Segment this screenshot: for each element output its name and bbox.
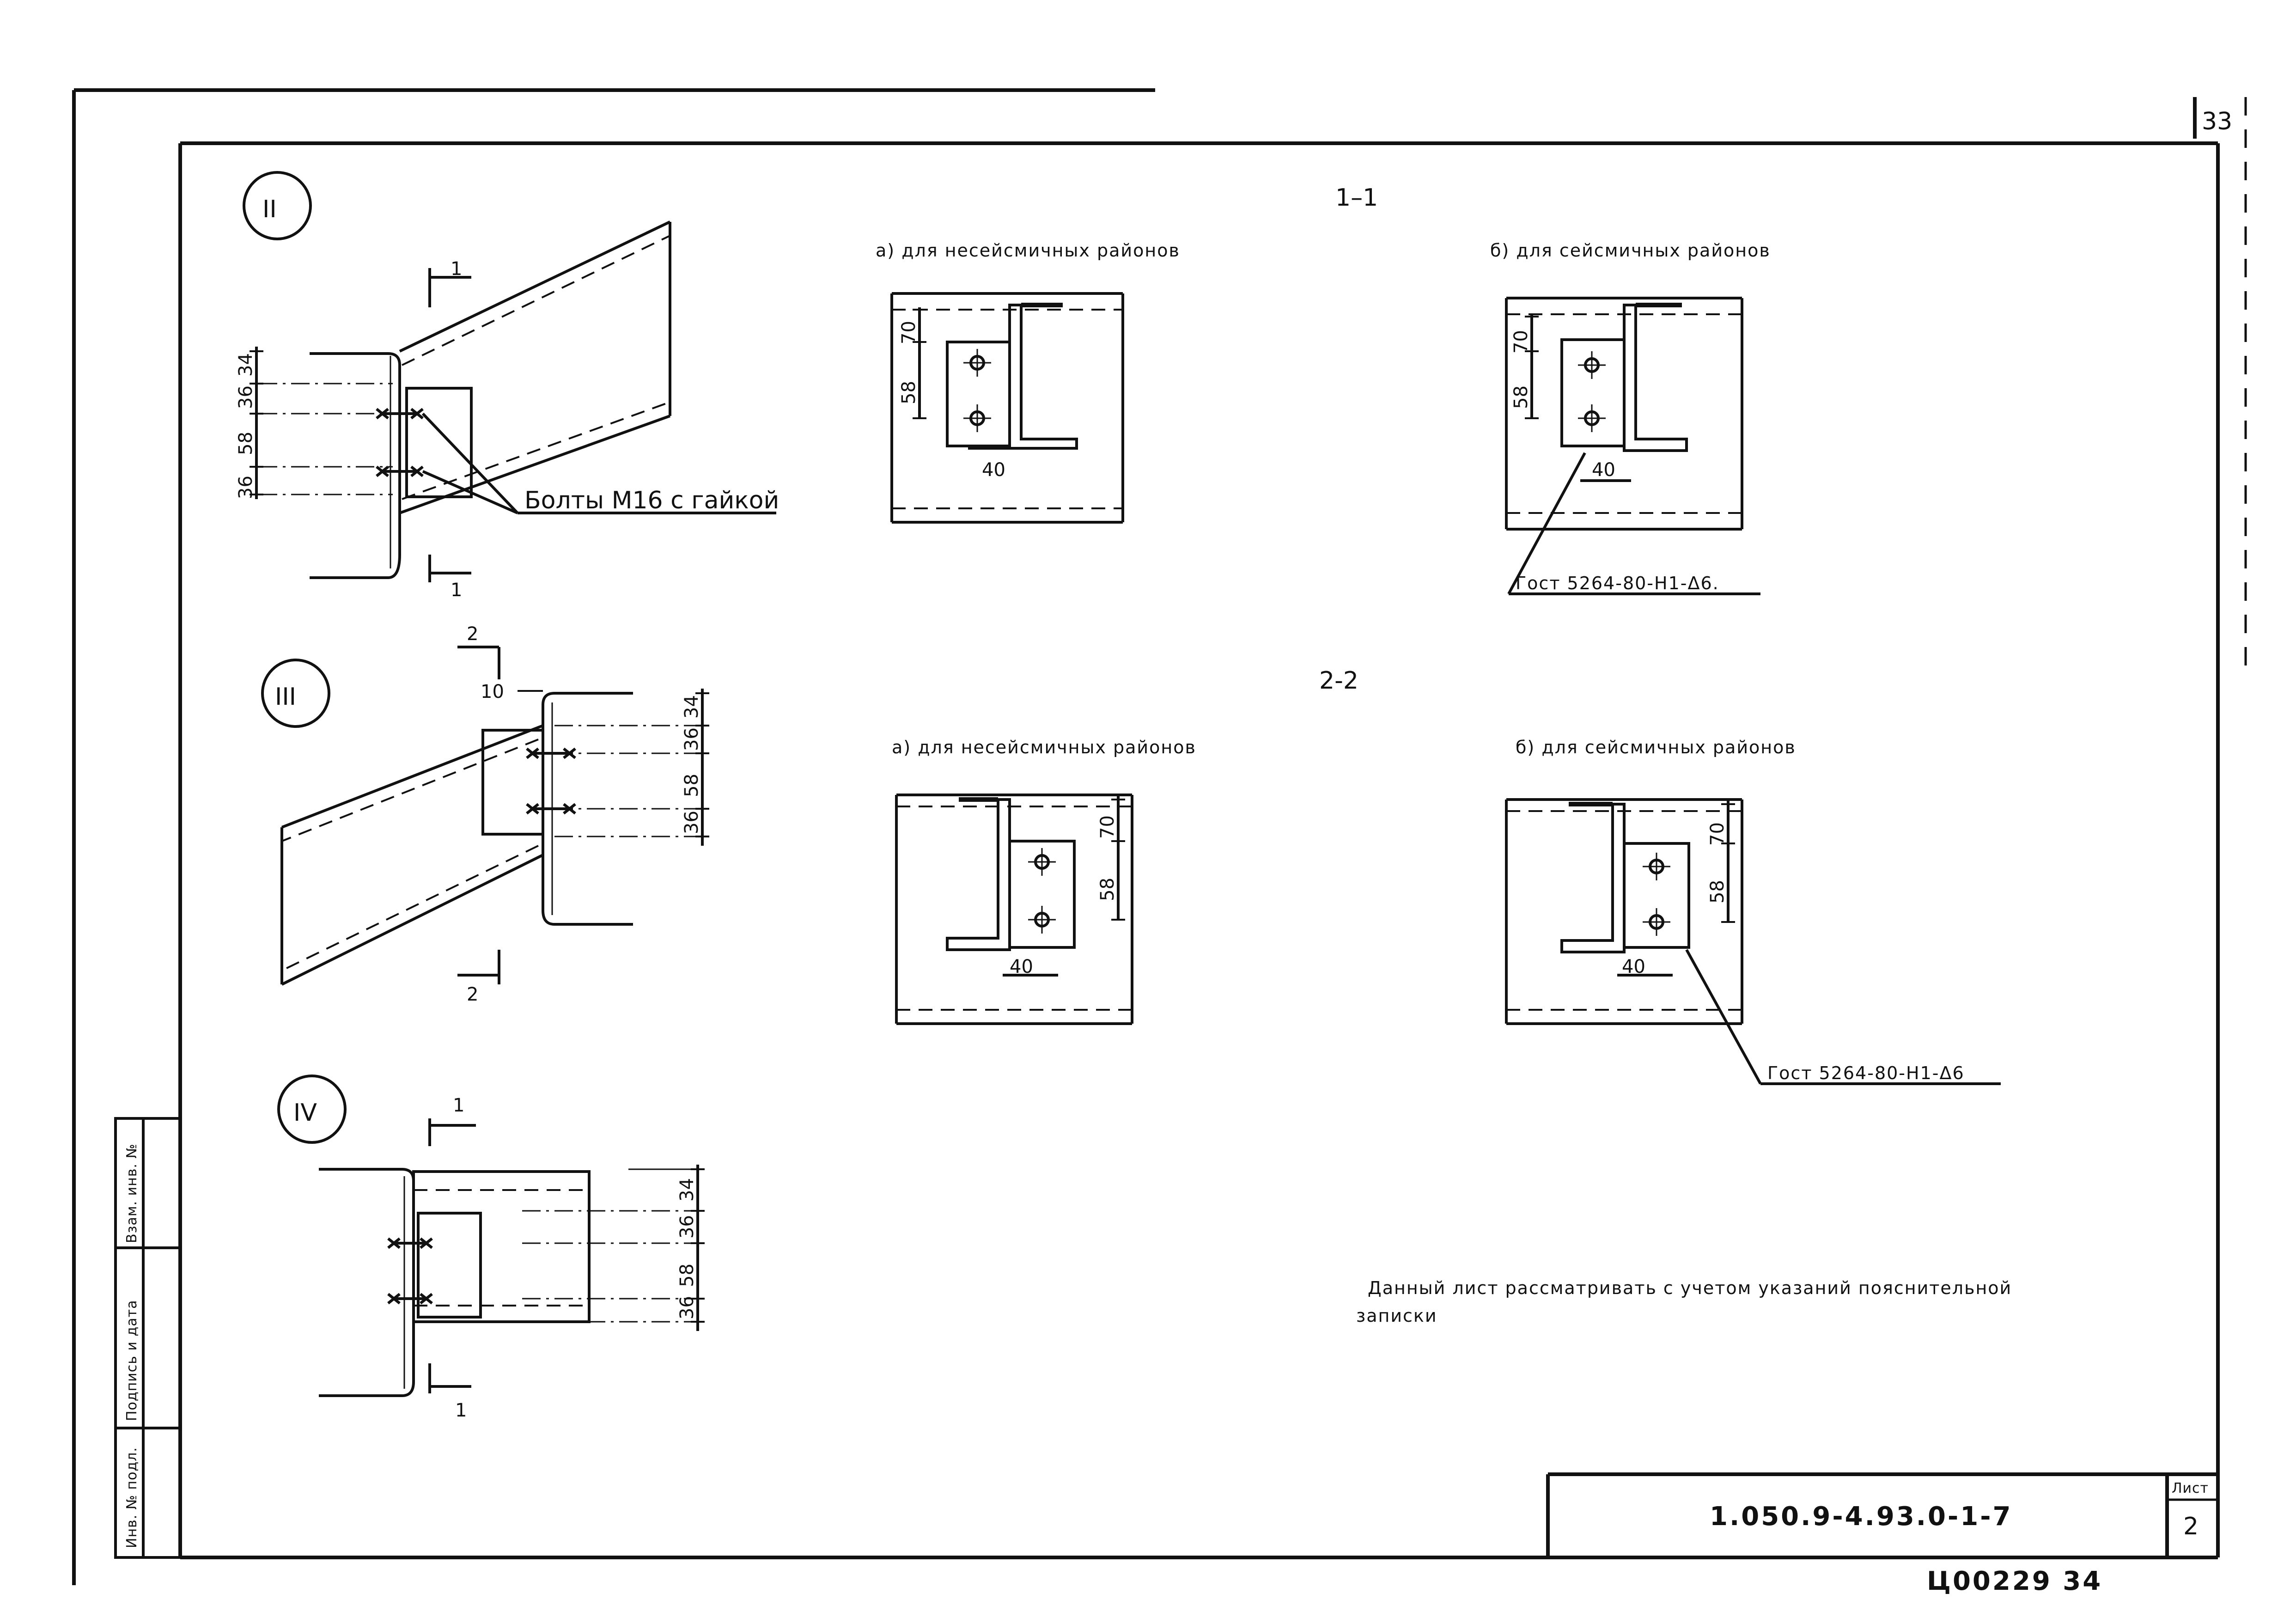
- section-1-1b-drawing: [1505, 297, 1760, 595]
- section-1-1-title: 1–1: [1335, 184, 1378, 212]
- node-4-callout: IV: [277, 1075, 347, 1144]
- node-3-dim-58: 58: [681, 774, 702, 797]
- s11b-dim-58: 58: [1510, 385, 1532, 409]
- cut-mark-2-bottom: 2: [467, 984, 478, 1005]
- archive-stamp: Ц00229 34: [1927, 1566, 2102, 1596]
- section-2-2a-drawing: [895, 794, 1133, 1025]
- s22a-dim-70: 70: [1097, 815, 1118, 839]
- sheet-number: 33: [2202, 108, 2232, 135]
- section-1-1-left-caption: а) для несейсмичных районов: [876, 240, 1180, 261]
- s11a-dim-40: 40: [982, 459, 1005, 481]
- side-stamp: [114, 1117, 182, 1559]
- node-3-callout: III: [261, 659, 330, 728]
- node-2-drawing: [250, 220, 776, 582]
- title-list-label: Лист: [2172, 1480, 2209, 1496]
- node-4-dim-58: 58: [676, 1264, 698, 1287]
- node-4-dim-36b: 36: [676, 1296, 698, 1319]
- side-label-vzam-inv: Взам. инв. №: [124, 1143, 140, 1243]
- node-3-dim-10: 10: [481, 681, 504, 702]
- s22b-dim-58: 58: [1707, 880, 1728, 904]
- title-list-number: 2: [2183, 1513, 2199, 1540]
- s11b-dim-70: 70: [1510, 330, 1532, 354]
- node-3-dim-34: 34: [681, 695, 702, 719]
- cut-mark-1-top: 1: [451, 258, 462, 280]
- node-4-dim-36: 36: [676, 1215, 698, 1239]
- note-line-2: записки: [1356, 1306, 1437, 1326]
- node-4-drawing: [319, 1118, 705, 1397]
- node-4-dim-34: 34: [676, 1178, 698, 1202]
- node-3-dim-36: 36: [681, 727, 702, 751]
- cut-mark-1-iv-top: 1: [453, 1095, 464, 1116]
- section-2-2-title: 2-2: [1319, 667, 1358, 695]
- node-3-drawing: [280, 646, 709, 986]
- node-2-label: II: [262, 195, 277, 223]
- node-3-label: III: [275, 683, 296, 711]
- s22b-dim-40: 40: [1622, 956, 1645, 977]
- section-2-2b-drawing: [1505, 798, 2001, 1085]
- s11-weld-note: Гост 5264-80-Н1-Δ6.: [1516, 573, 1719, 593]
- s11a-dim-70: 70: [898, 321, 920, 344]
- node-4-label: IV: [293, 1099, 317, 1127]
- s22b-dim-70: 70: [1707, 822, 1728, 846]
- section-2-2-left-caption: а) для несейсмичных районов: [892, 737, 1196, 757]
- node-2-dim-36: 36: [235, 385, 256, 409]
- side-label-podpis-data: Подпись и дата: [124, 1300, 140, 1422]
- s11a-dim-58: 58: [898, 381, 920, 404]
- node-2-dim-34: 34: [235, 353, 256, 377]
- bolts-label: Болты М16 с гайкой: [524, 487, 779, 514]
- node-3-dim-36b: 36: [681, 811, 702, 834]
- sheet-frame: [72, 88, 2247, 1585]
- note-line-1: Данный лист рассматривать с учетом указа…: [1368, 1278, 2012, 1298]
- section-1-1-right-caption: б) для сейсмичных районов: [1490, 240, 1771, 261]
- node-2-callout: II: [243, 171, 312, 240]
- cut-mark-2-top: 2: [467, 623, 478, 645]
- s22a-dim-58: 58: [1097, 878, 1118, 901]
- title-block: [1546, 1472, 2218, 1557]
- node-2-dim-36b: 36: [235, 476, 256, 499]
- title-code: 1.050.9-4.93.0-1-7: [1710, 1502, 2012, 1532]
- s22a-dim-40: 40: [1010, 956, 1033, 977]
- s11b-dim-40: 40: [1592, 459, 1615, 481]
- cut-mark-1-iv-bottom: 1: [455, 1400, 467, 1421]
- s22-weld-note: Гост 5264-80-Н1-Δ6: [1767, 1063, 1965, 1083]
- section-1-1a-drawing: [890, 292, 1124, 524]
- section-2-2-right-caption: б) для сейсмичных районов: [1516, 737, 1796, 757]
- side-label-inv-podl: Инв. № подл.: [124, 1447, 140, 1548]
- node-2-dim-58: 58: [235, 432, 256, 455]
- cut-mark-1-bottom: 1: [451, 580, 462, 601]
